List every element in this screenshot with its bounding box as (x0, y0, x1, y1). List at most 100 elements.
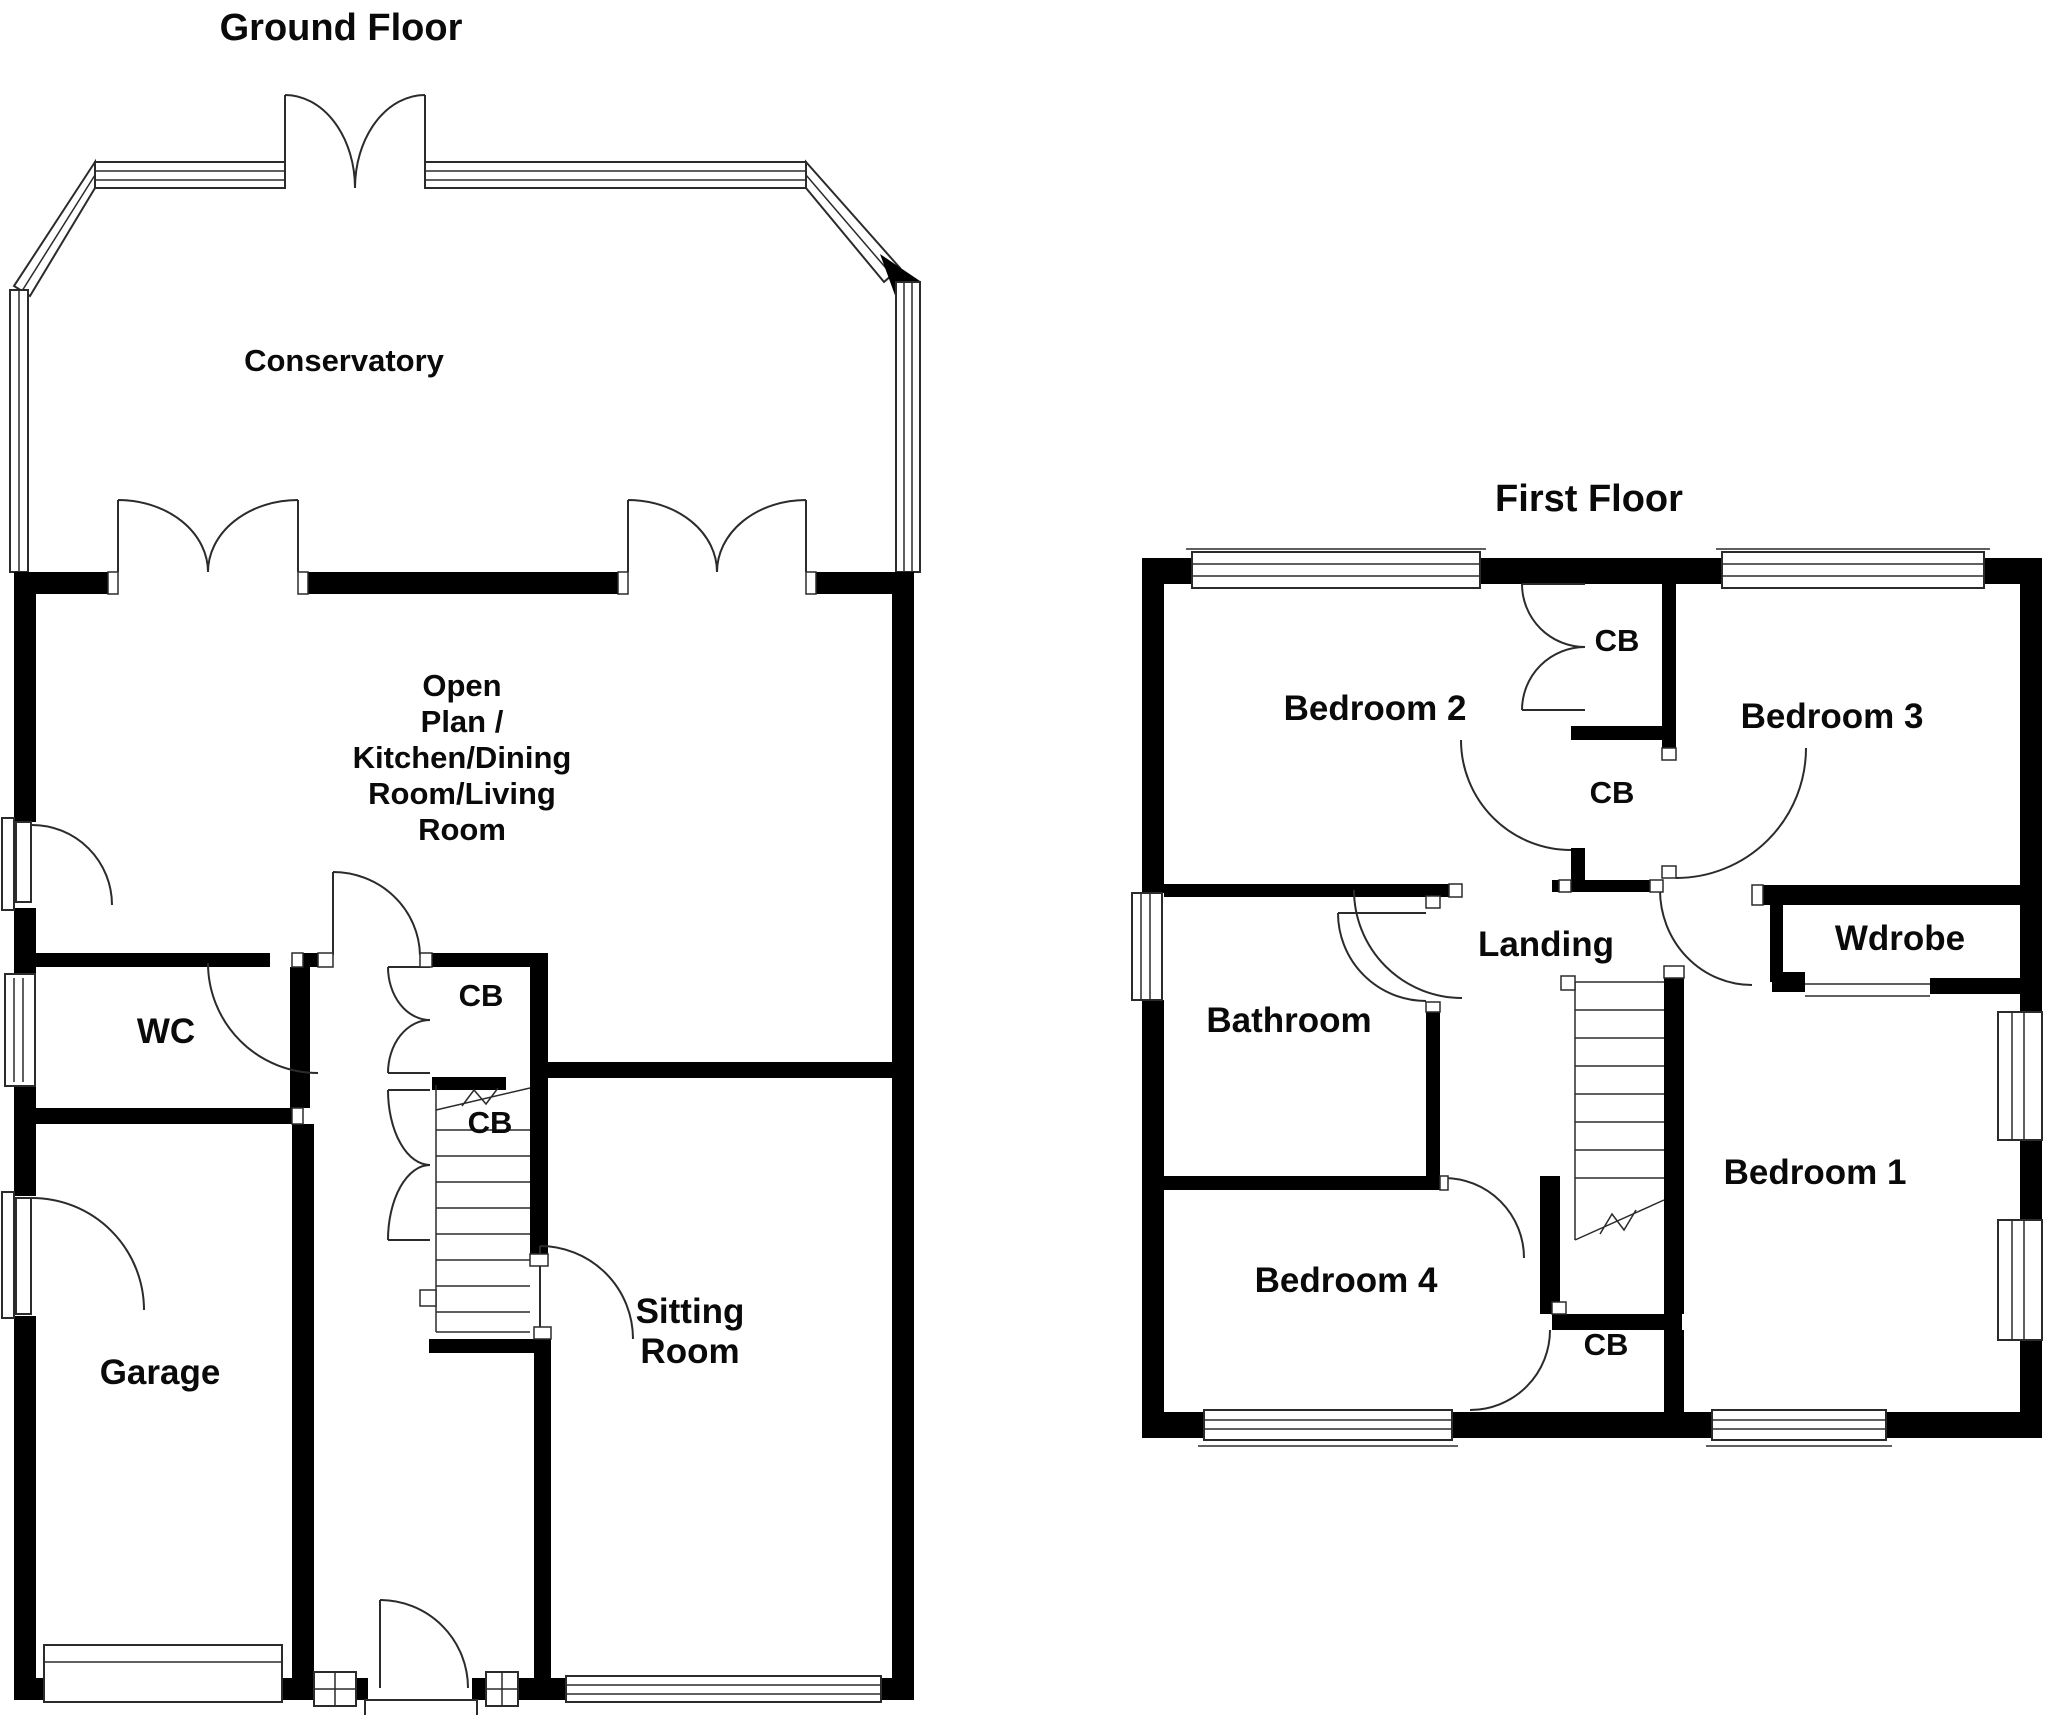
bedroom4-window-glazing (1198, 1419, 1458, 1447)
first-stair-newel (1560, 975, 1576, 991)
first-exterior-walls (1142, 558, 2042, 1438)
open-plan-label-line1: Open (422, 668, 501, 703)
wardrobe-sliding-doors (1805, 983, 1930, 997)
wc-label: WC (137, 1012, 195, 1051)
front-door-swing (379, 1599, 469, 1689)
wc-door-swing (207, 962, 319, 1074)
sitting-room-window-glazing (566, 1684, 881, 1695)
bedroom1-door-swing (1659, 889, 1753, 986)
ground-interior-walls (36, 953, 892, 1678)
bathroom-window-glazing (1140, 893, 1151, 1000)
conservatory-double-door (284, 94, 426, 189)
bedroom1-window (1711, 1409, 1887, 1441)
conservatory-window-top-left (94, 161, 286, 189)
bedroom1-side-window-lower-glazing (2011, 1220, 2025, 1340)
ground-cb-upper-door (387, 966, 431, 1074)
open-plan-label-line3: Kitchen/Dining (353, 740, 572, 775)
conservatory-window-right-diagonal-glazing (805, 174, 892, 275)
bathroom-door-swing (1337, 912, 1427, 1002)
bedroom1-side-window-upper-glazing (2011, 1012, 2025, 1140)
bedroom2-window-glazing (1186, 548, 1486, 577)
bedroom1-side-window-lower (1997, 1219, 2043, 1341)
bedroom2-label: Bedroom 2 (1284, 689, 1467, 728)
first-stair-break-mark (1574, 1199, 1665, 1241)
ground-floor-title: Ground Floor (220, 7, 463, 49)
hall-window-right-glazing (486, 1672, 518, 1706)
garage-side-door-frame (1, 1191, 15, 1319)
conservatory: Conservatory (9, 94, 921, 573)
side-door-leaf (15, 821, 32, 903)
first-stair-treads (1574, 981, 1664, 1240)
conservatory-window-top-right-glazing (425, 170, 806, 181)
first-windows (1131, 548, 2043, 1447)
side-door-swing (31, 824, 113, 906)
first-staircase (1560, 975, 1665, 1241)
first-cb-lower-door-swing (1469, 1329, 1551, 1411)
first-cb-middle-label: CB (1590, 775, 1635, 810)
first-floor-title: First Floor (1495, 478, 1683, 520)
garage-door (43, 1644, 283, 1703)
bedroom4-window (1203, 1409, 1453, 1441)
first-cb-lower-label: CB (1584, 1327, 1629, 1362)
landing-label: Landing (1478, 925, 1614, 964)
conservatory-window-left-diagonal-glazing (21, 174, 96, 292)
open-plan-conservatory-door-right (627, 499, 807, 573)
bathroom-window (1131, 892, 1163, 1001)
conservatory-window-right-glazing (903, 282, 913, 572)
ground-cb-lower-label: CB (468, 1105, 513, 1140)
bathroom-label: Bathroom (1206, 1001, 1371, 1040)
first-cb-upper-door (1521, 583, 1586, 711)
sitting-room-window (565, 1675, 882, 1703)
conservatory-window-top-right (424, 161, 807, 189)
wc-window-glazing (13, 978, 24, 1082)
ground-floor-plan: Ground Floor Conservatory (1, 7, 921, 1715)
first-room-labels: Bedroom 2 CB Bedroom 3 CB Landing Wdrobe… (1206, 623, 1965, 1362)
conservatory-window-left-diagonal (12, 158, 96, 298)
hall-door-swing (332, 871, 421, 956)
first-doors (1337, 583, 1930, 1411)
garage-side-door-swing (31, 1197, 145, 1311)
first-cb-middle-door-swing (1460, 739, 1572, 851)
ground-jambs (107, 571, 817, 1340)
open-plan-label-line4: Room/Living (368, 776, 556, 811)
side-entrance-door (1, 817, 113, 911)
bedroom1-label: Bedroom 1 (1724, 1153, 1907, 1192)
wardrobe-label: Wdrobe (1835, 919, 1965, 958)
hall-window-left-glazing (314, 1672, 356, 1706)
bedroom3-door-swing (1675, 747, 1807, 879)
front-door-step (364, 1699, 478, 1715)
open-plan-label-line2: Plan / (421, 704, 504, 739)
sitting-room-label-line2: Room (640, 1332, 739, 1371)
bedroom4-label: Bedroom 4 (1255, 1261, 1438, 1300)
bedroom3-window (1721, 551, 1985, 589)
bedroom1-window-glazing (1706, 1419, 1892, 1447)
ground-staircase (419, 1085, 531, 1333)
ground-windows (4, 973, 882, 1707)
garage-side-door-leaf (15, 1197, 32, 1315)
ground-stair-newel (419, 1289, 437, 1307)
conservatory-window-right (895, 281, 921, 573)
bedroom2-window (1191, 551, 1481, 589)
conservatory-label: Conservatory (244, 343, 445, 378)
first-cb-upper-label: CB (1595, 623, 1640, 658)
conservatory-window-top-left-glazing (95, 170, 285, 181)
bedroom4-door-swing (1443, 1177, 1525, 1259)
bedroom1-side-window-upper (1997, 1011, 2043, 1141)
bedroom3-window-glazing (1716, 548, 1990, 577)
open-plan-conservatory-door-left (117, 499, 299, 573)
open-plan-label-line5: Room (418, 812, 506, 847)
side-door-frame (1, 817, 15, 911)
garage-door-panel (43, 1644, 283, 1703)
wc-window (4, 973, 36, 1087)
ground-cb-upper-label: CB (459, 978, 504, 1013)
first-floor-plan: First Floor (1131, 478, 2043, 1447)
front-door (364, 1599, 478, 1715)
first-jambs (1425, 747, 1764, 1315)
ground-cb-lower-door (387, 1089, 431, 1241)
sitting-room-door-swing (539, 1245, 634, 1340)
sitting-room-label-line1: Sitting (636, 1292, 745, 1331)
bedroom3-label: Bedroom 3 (1741, 697, 1924, 736)
ground-stair-break-mark (435, 1087, 531, 1111)
